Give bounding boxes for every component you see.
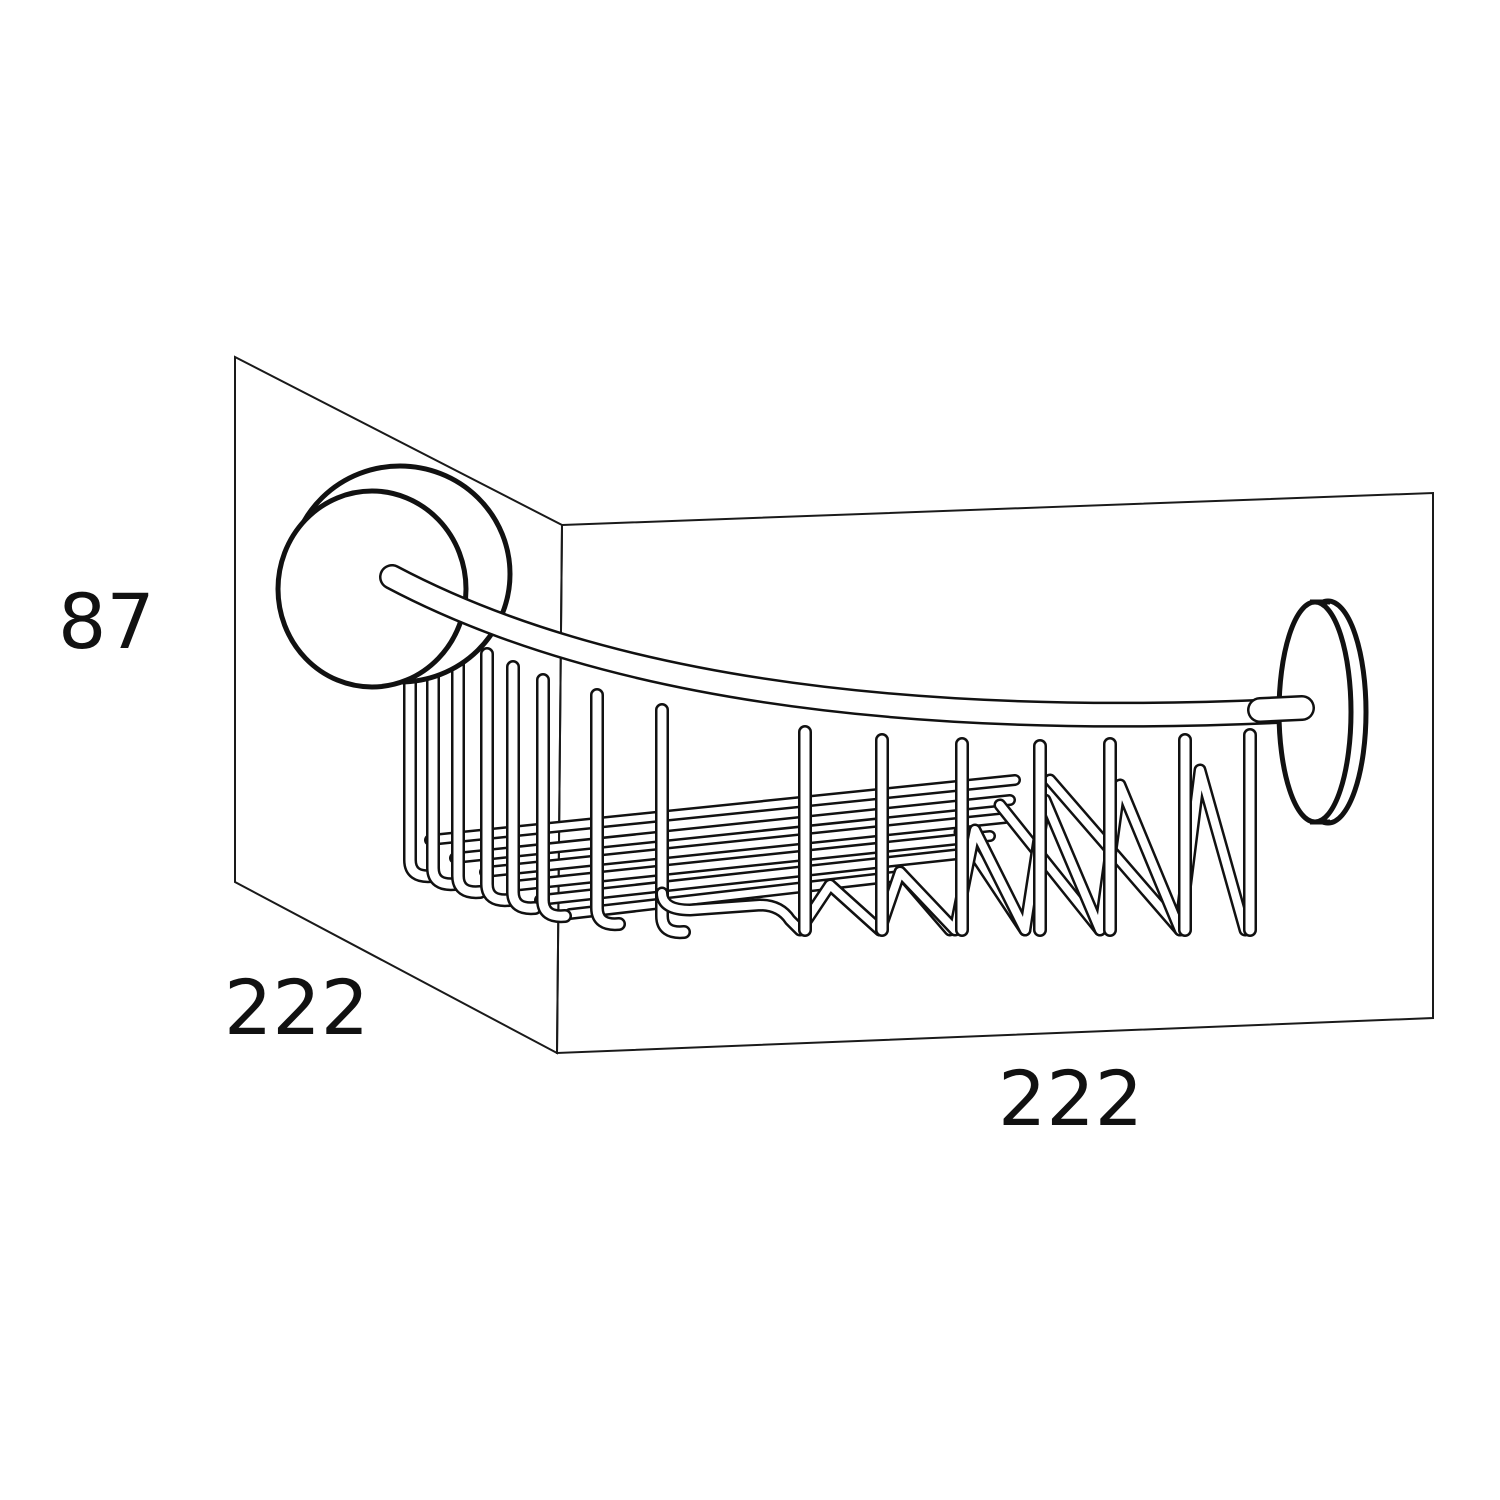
floor-rail-6-fill	[566, 872, 904, 918]
basket-top-rail	[379, 564, 1313, 728]
diagonal-floor-bar-4-fill	[996, 801, 1104, 934]
front-bottom-rail-fill	[658, 766, 1249, 934]
floor-rail-1-fill	[426, 776, 1019, 844]
width-dimension-label: 222	[998, 1054, 1143, 1143]
left-vertical-wire-7-fill	[592, 690, 624, 929]
left-vertical-wire-8-fill	[657, 705, 689, 937]
left-vertical-wire-4-fill	[482, 649, 514, 905]
floor-rail-5-fill	[536, 850, 964, 904]
top-curved-rail-fill	[381, 566, 1311, 726]
left-vertical-wire-6-fill	[538, 675, 570, 921]
height-dimension-label: 87	[58, 577, 155, 666]
left-vertical-wire-5-fill	[508, 662, 540, 913]
floor-rail-3-fill	[481, 814, 1009, 876]
right-mount-stub	[1247, 695, 1315, 723]
mount-stub-tube-fill	[1249, 697, 1313, 721]
corner-basket	[403, 611, 1257, 940]
left-vertical-wire-2-fill	[428, 625, 460, 889]
right-wall-mount	[1276, 598, 1369, 826]
left-wall-mount	[275, 463, 513, 690]
depth-dimension-label: 222	[224, 963, 369, 1052]
left-vertical-wire-3-fill	[453, 637, 485, 897]
